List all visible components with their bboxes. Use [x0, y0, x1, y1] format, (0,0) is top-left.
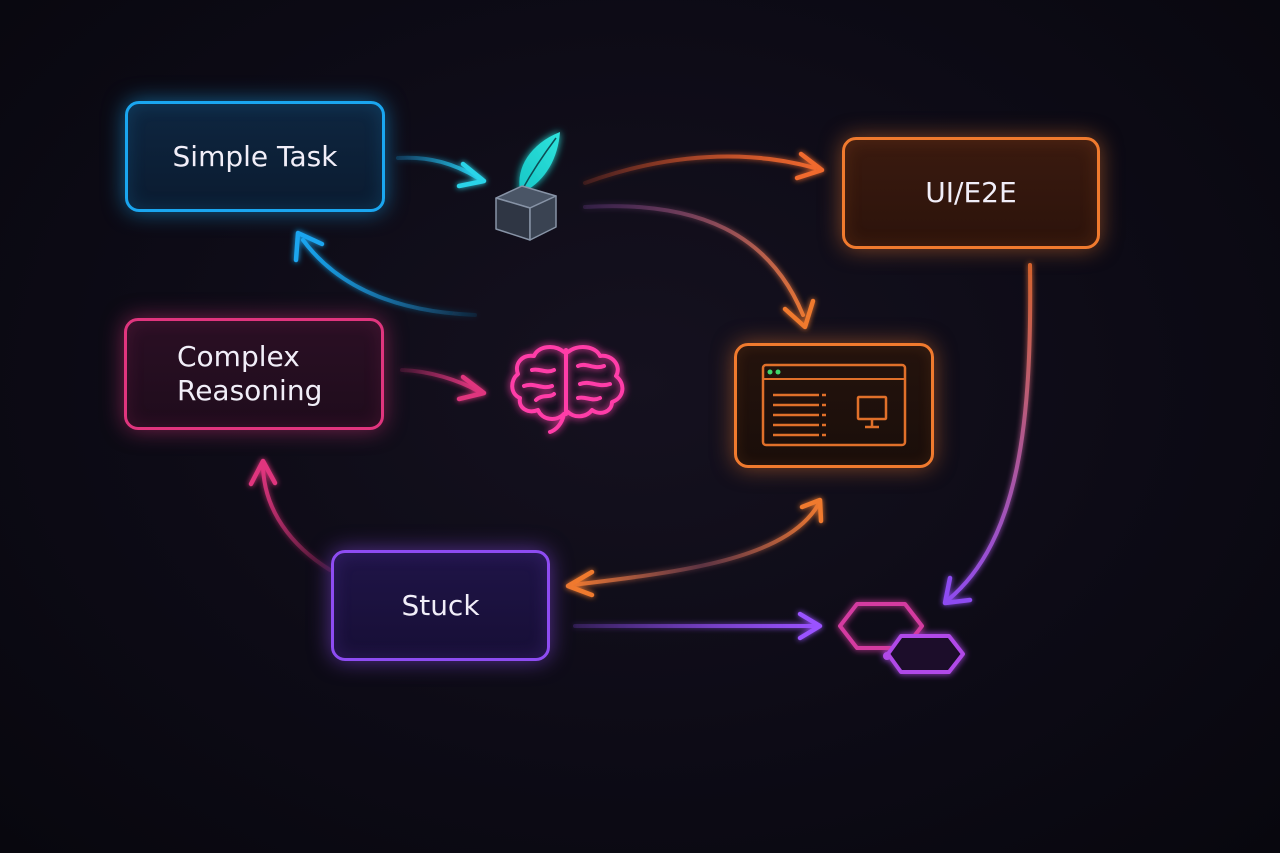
arrow-brain-to-simple: [293, 230, 477, 317]
node-simple-task[interactable]: Simple Task: [125, 101, 385, 212]
node-ui-e2e[interactable]: UI/E2E: [842, 137, 1100, 249]
arrow-complex-to-brain: [400, 368, 487, 402]
arrow-ui-to-hexagons: [942, 263, 1033, 606]
node-simple-task-label: Simple Task: [172, 139, 338, 173]
node-complex-reasoning-text: Complex Reasoning: [177, 340, 322, 408]
node-ui-e2e-label: UI/E2E: [925, 176, 1017, 209]
box-icon: [495, 185, 557, 241]
arrow-simple-to-feather: [396, 155, 487, 189]
node-complex-reasoning-line1: Complex: [177, 340, 300, 373]
browser-window-node[interactable]: [734, 343, 934, 468]
arrow-feather-to-browser: [583, 204, 816, 330]
brain-icon: [510, 345, 625, 434]
arrow-stuck-browser-bidirectional: [565, 497, 824, 598]
linked-hexagons-icon: [838, 602, 965, 674]
feather-box-icon: [495, 132, 560, 241]
arrow-feather-to-ui: [583, 151, 825, 185]
arrow-stuck-to-complex: [248, 458, 332, 572]
node-complex-reasoning-line2: Reasoning: [177, 374, 323, 407]
node-stuck[interactable]: Stuck: [331, 550, 550, 661]
node-stuck-label: Stuck: [401, 588, 480, 622]
browser-window-icon: [761, 363, 907, 447]
arrow-stuck-to-hexagons: [573, 611, 823, 641]
node-complex-reasoning[interactable]: Complex Reasoning: [124, 318, 384, 430]
